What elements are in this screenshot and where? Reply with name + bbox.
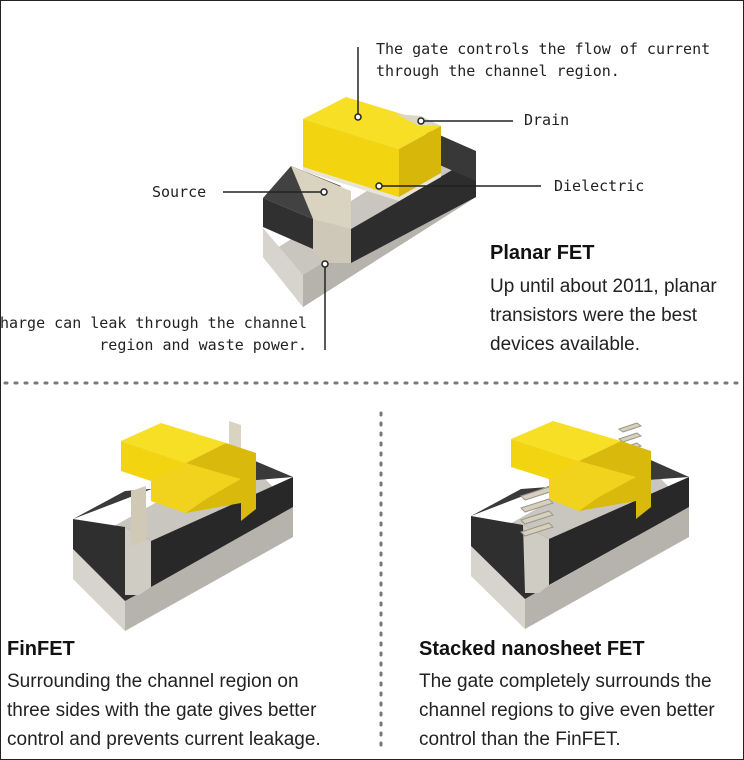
leak-note: Charge can leak through the channel regi… <box>0 312 307 356</box>
planar-oxide-front-left <box>263 198 313 249</box>
finfet-illustration <box>73 421 293 631</box>
planar-gate-side <box>399 126 441 197</box>
finfet-description: Surrounding the channel region on three … <box>7 667 379 754</box>
finfet-desc-line-2: three sides with the gate gives better <box>7 700 317 721</box>
finfet-desc-line-3: control and prevents current leakage. <box>7 729 321 750</box>
planar-fet-title: Planar FET <box>490 242 595 264</box>
dielectric-label: Dielectric <box>554 177 645 195</box>
nanosheet-substrate-left <box>471 546 525 629</box>
nanosheet-gate-top <box>511 421 621 461</box>
drain-callout-dot <box>417 117 425 125</box>
planar-desc-line-3: devices available. <box>490 334 640 355</box>
finfet-substrate-right <box>125 507 293 631</box>
planar-gate-front <box>303 119 399 197</box>
nanosheet-desc-line-2: channel regions to give even better <box>419 700 715 721</box>
finfet-substrate-left <box>73 549 125 631</box>
finfet-gate-top <box>121 423 226 463</box>
gate-note-line-2: through the channel region. <box>376 62 620 80</box>
drain-label: Drain <box>524 111 570 129</box>
finfet-gate-lower <box>151 463 241 513</box>
planar-fet-illustration <box>263 97 476 307</box>
gate-callout-dot <box>354 113 362 121</box>
nanosheet-gate-lower <box>549 461 636 511</box>
leak-note-line-2: region and waste power. <box>99 336 307 354</box>
planar-callout-dots <box>320 113 425 268</box>
leak-note-line-1: Charge can leak through the channel <box>0 314 307 332</box>
finfet-oxide-right <box>151 477 293 587</box>
dielectric-callout-dot <box>375 182 383 190</box>
finfet-desc-line-1: Surrounding the channel region on <box>7 671 299 692</box>
nanosheet-title: Stacked nanosheet FET <box>419 638 645 660</box>
gate-note-line-1: The gate controls the flow of current <box>376 40 711 58</box>
gate-note: The gate controls the flow of current th… <box>376 38 710 82</box>
nanosheet-substrate-right <box>525 507 689 629</box>
source-callout-dot <box>320 188 328 196</box>
planar-channel <box>291 166 351 229</box>
planar-channel-front <box>313 219 351 263</box>
leak-callout-dot <box>321 260 329 268</box>
finfet-title: FinFET <box>7 638 75 660</box>
finfet-fin-front <box>131 486 146 546</box>
planar-gate-top <box>303 97 441 149</box>
nanosheet-desc-line-3: control than the FinFET. <box>419 729 621 750</box>
nanosheet-description: The gate completely surrounds the channe… <box>419 667 741 754</box>
nanosheet-trench <box>523 525 549 593</box>
nanosheet-oxide-right <box>549 477 689 585</box>
source-label: Source <box>152 183 207 201</box>
planar-fet-description: Up until about 2011, planar transistors … <box>490 272 740 359</box>
nanosheet-illustration <box>471 421 689 629</box>
planar-callouts <box>223 47 541 350</box>
planar-desc-line-2: transistors were the best <box>490 305 697 326</box>
nanosheet-desc-line-1: The gate completely surrounds the <box>419 671 712 692</box>
planar-oxide-right <box>351 156 476 263</box>
planar-substrate-left <box>263 228 303 307</box>
planar-desc-line-1: Up until about 2011, planar <box>490 276 717 297</box>
